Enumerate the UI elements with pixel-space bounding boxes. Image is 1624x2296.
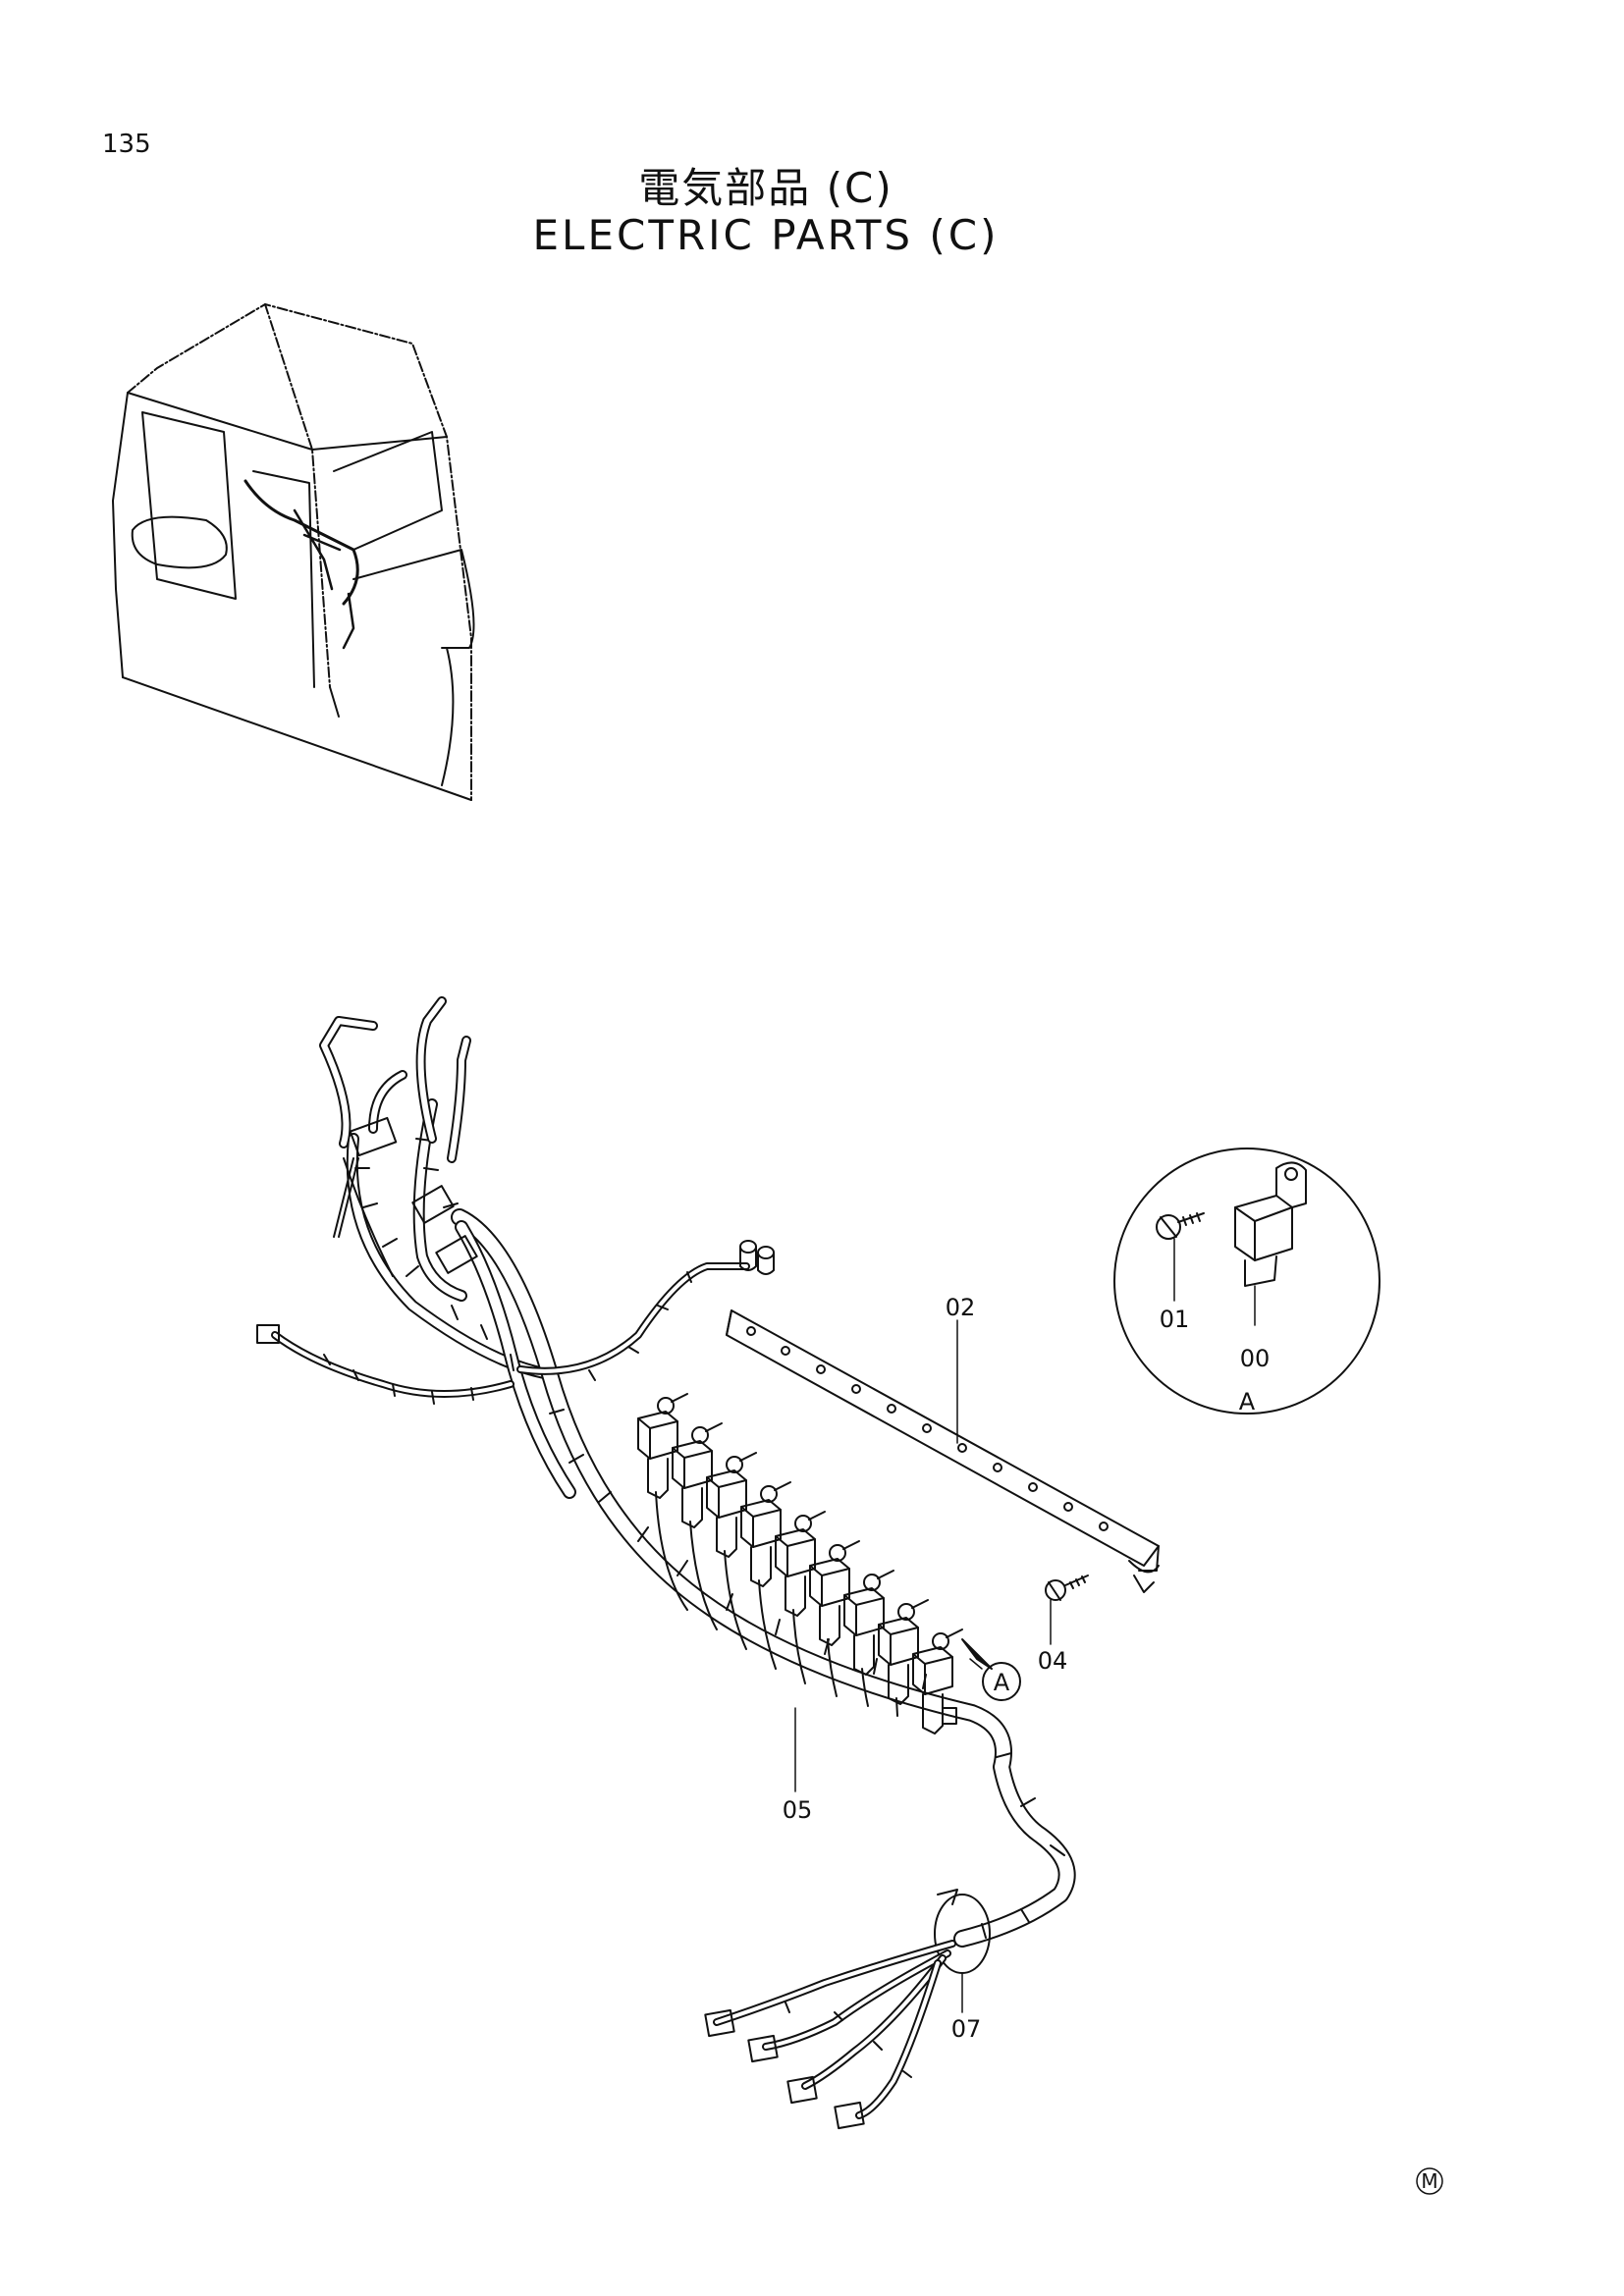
detail-marker-arrow (961, 1638, 1021, 1701)
relay-row (637, 1393, 963, 1735)
detail-marker-label: A (994, 1669, 1010, 1696)
leader-lines (794, 1238, 1256, 2013)
callout-02: 02 (946, 1294, 976, 1321)
detail-a-circle (1113, 1148, 1380, 1415)
cab-overview-illustration (112, 303, 475, 801)
page-title-japanese: 電気部品 (C) (638, 164, 893, 212)
bolt-04 (1045, 1575, 1089, 1601)
detail-circle-label: A (1239, 1388, 1256, 1415)
harness-upper-branches (256, 996, 775, 1405)
relay-bracket (726, 1309, 1160, 1593)
wire-harness (346, 1070, 1076, 1948)
page-number: 135 (102, 130, 151, 159)
footer-mark: M (1421, 2169, 1437, 2193)
callout-07: 07 (951, 2015, 982, 2043)
callout-05: 05 (783, 1796, 813, 1824)
harness-lower-branches (704, 1940, 956, 2130)
callout-00: 00 (1240, 1345, 1271, 1372)
footer-mark-circle (1416, 2167, 1443, 2195)
page-title-english: ELECTRIC PARTS (C) (532, 211, 1000, 259)
callout-01: 01 (1160, 1306, 1190, 1333)
callout-04: 04 (1038, 1647, 1068, 1675)
